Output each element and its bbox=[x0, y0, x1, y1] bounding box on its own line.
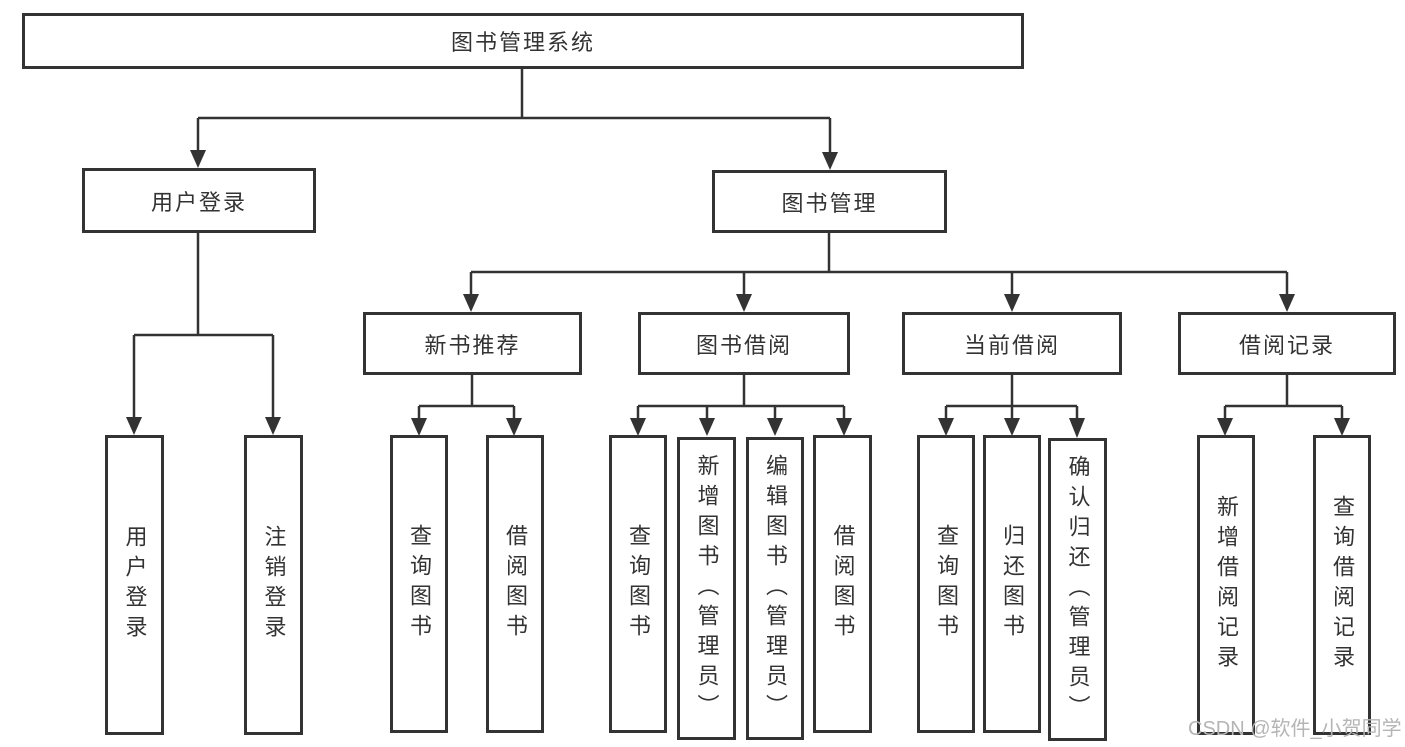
node-root: 图书管理系统 bbox=[22, 13, 1024, 69]
leaf-return-books-label: 归还图书 bbox=[1000, 524, 1025, 644]
connector-root-to-level2 bbox=[190, 69, 838, 170]
leaf-edit-books-admin: 编辑图书（管理员） bbox=[746, 437, 804, 740]
leaf-add-borrow-record: 新增借阅记录 bbox=[1197, 435, 1255, 735]
connector-borrowing-records-children bbox=[1217, 375, 1350, 436]
leaf-query-books-3: 查询图书 bbox=[917, 435, 975, 733]
leaf-user-login: 用户登录 bbox=[105, 435, 164, 735]
leaf-return-books: 归还图书 bbox=[983, 435, 1041, 733]
leaf-query-books-2: 查询图书 bbox=[609, 435, 667, 733]
leaf-query-books-1-label: 查询图书 bbox=[407, 524, 432, 644]
leaf-borrow-books-2-label: 借阅图书 bbox=[830, 524, 856, 644]
node-book-management: 图书管理 bbox=[712, 170, 947, 233]
leaf-user-login-label: 用户登录 bbox=[122, 525, 148, 645]
node-new-book-recommend-label: 新书推荐 bbox=[424, 332, 521, 358]
connector-book-borrowing-children bbox=[630, 375, 852, 436]
leaf-borrow-books-1: 借阅图书 bbox=[486, 435, 544, 733]
leaf-query-books-3-label: 查询图书 bbox=[934, 524, 959, 644]
node-borrowing-records: 借阅记录 bbox=[1178, 312, 1396, 375]
node-book-borrowing-label: 图书借阅 bbox=[695, 332, 792, 358]
node-new-book-recommend: 新书推荐 bbox=[363, 312, 582, 375]
node-user-login: 用户登录 bbox=[82, 168, 316, 233]
node-root-label: 图书管理系统 bbox=[450, 30, 595, 55]
leaf-borrow-books-1-label: 借阅图书 bbox=[503, 524, 528, 644]
leaf-confirm-return-admin-label: 确认归还（管理员） bbox=[1065, 454, 1091, 725]
leaf-borrow-books-2: 借阅图书 bbox=[813, 435, 872, 733]
leaf-add-books-admin: 新增图书（管理员） bbox=[677, 437, 736, 740]
connector-user-login-children bbox=[126, 233, 281, 435]
leaf-query-books-1: 查询图书 bbox=[390, 435, 448, 733]
leaf-query-borrow-record-label: 查询借阅记录 bbox=[1330, 495, 1355, 675]
csdn-watermark: CSDN @软件_小贺同学 bbox=[1188, 718, 1402, 740]
node-current-borrowing-label: 当前借阅 bbox=[963, 332, 1060, 358]
node-user-login-label: 用户登录 bbox=[150, 189, 247, 215]
leaf-query-books-2-label: 查询图书 bbox=[626, 524, 651, 644]
leaf-edit-books-admin-label: 编辑图书（管理员） bbox=[763, 453, 788, 724]
leaf-logout-label: 注销登录 bbox=[261, 525, 287, 645]
node-book-borrowing: 图书借阅 bbox=[638, 312, 850, 375]
connector-new-book-recommend-children bbox=[411, 375, 522, 436]
leaf-add-books-admin-label: 新增图书（管理员） bbox=[694, 453, 720, 724]
leaf-query-borrow-record: 查询借阅记录 bbox=[1313, 435, 1371, 735]
node-current-borrowing: 当前借阅 bbox=[902, 312, 1122, 375]
connector-book-management-children bbox=[463, 233, 1295, 312]
connector-current-borrowing-children bbox=[938, 375, 1085, 438]
node-borrowing-records-label: 借阅记录 bbox=[1238, 332, 1335, 358]
leaf-add-borrow-record-label: 新增借阅记录 bbox=[1214, 495, 1239, 675]
node-book-management-label: 图书管理 bbox=[781, 190, 878, 216]
leaf-logout: 注销登录 bbox=[244, 435, 303, 735]
leaf-confirm-return-admin: 确认归还（管理员） bbox=[1048, 438, 1107, 741]
